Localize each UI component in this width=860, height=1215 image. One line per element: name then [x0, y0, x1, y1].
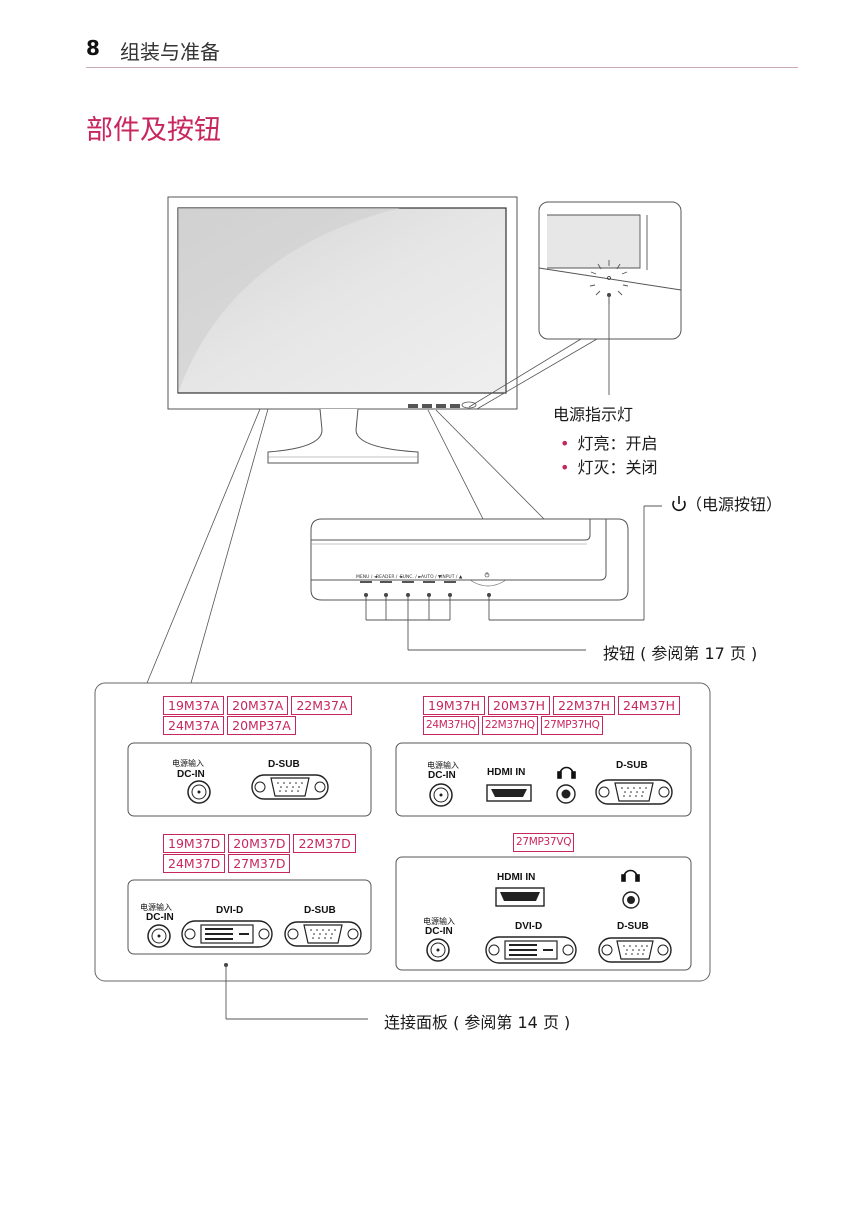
model-row-d1: 19M37D 20M37D 22M37D — [163, 834, 356, 853]
model-tag: 27M37D — [228, 854, 291, 873]
headphone-icon — [557, 766, 576, 779]
headphone-icon — [621, 869, 640, 882]
dvi-label: DVI-D — [515, 921, 542, 932]
dsub-port-icon — [598, 937, 672, 963]
dvi-port-icon — [181, 920, 273, 948]
dc-in-port-icon — [187, 780, 211, 804]
button-label-reader: READER / ◄ — [376, 574, 403, 580]
dc-in-label: DC-IN — [428, 770, 456, 781]
page-number: 8 — [86, 36, 100, 60]
dc-in-port-icon — [426, 938, 450, 962]
led-off-item: •灯灭：关闭 — [560, 458, 658, 477]
connection-panel-label: 连接面板 ( 参阅第 14 页 ) — [384, 1013, 571, 1032]
dsub-label: D-SUB — [617, 921, 649, 932]
power-button-label: （电源按钮） — [686, 495, 783, 514]
model-row-vq: 27MP37VQ — [513, 833, 575, 852]
panel-power-icon — [484, 572, 490, 578]
model-tag: 22M37D — [293, 834, 356, 853]
dvi-label: DVI-D — [216, 905, 243, 916]
model-tag: 20MP37A — [227, 716, 296, 735]
model-tag: 20M37D — [228, 834, 291, 853]
model-tag: 19M37H — [423, 696, 485, 715]
port-panel-d: 电源输入 DC-IN DVI-D D-SUB — [127, 879, 372, 955]
dsub-label: D-SUB — [304, 905, 336, 916]
dsub-port-icon — [251, 774, 329, 800]
hdmi-port-icon — [486, 784, 532, 802]
headphone-port-icon — [556, 784, 576, 804]
button-label-auto: AUTO / ▼ — [421, 574, 442, 580]
monitor-front-illustration — [167, 196, 518, 464]
power-led-label: 电源指示灯 — [553, 405, 634, 424]
port-panel-h: 电源输入 DC-IN HDMI IN D-SUB — [395, 742, 692, 817]
model-tag: 24M37A — [163, 716, 225, 735]
model-tag: 19M37D — [163, 834, 226, 853]
dc-in-label: DC-IN — [425, 926, 453, 937]
led-on-text: 灯亮：开启 — [577, 434, 658, 453]
port-panel-a: 电源输入 DC-IN D-SUB — [127, 742, 372, 817]
dc-in-label-cn: 电源输入 — [423, 916, 455, 926]
model-tag: 27MP37VQ — [513, 833, 575, 852]
button-label-input: INPUT / ▲ — [441, 574, 463, 580]
dsub-port-icon — [595, 779, 673, 805]
model-tag: 24M37HQ — [423, 716, 479, 735]
dc-in-label: DC-IN — [146, 912, 174, 923]
button-panel-detail: MENU / ◄ READER / ◄ FUNC. / ► AUTO / ▼ I… — [310, 505, 662, 651]
model-row-a1: 19M37A 20M37A 22M37A — [163, 696, 353, 715]
model-tag: 19M37A — [163, 696, 225, 715]
model-row-h1: 19M37H 20M37H 22M37H 24M37H — [423, 696, 680, 715]
hdmi-label: HDMI IN — [497, 872, 535, 883]
model-tag: 20M37A — [227, 696, 289, 715]
button-label-menu: MENU / ◄ — [356, 574, 378, 580]
model-tag: 22M37A — [291, 696, 353, 715]
section-title: 组装与准备 — [120, 40, 220, 64]
model-row-a2: 24M37A 20MP37A — [163, 716, 296, 735]
port-panel-vq: HDMI IN 电源输入 DC-IN DVI-D — [395, 856, 692, 971]
model-row-h2: 24M37HQ 22M37HQ 27MP37HQ — [423, 716, 603, 735]
dc-in-port-icon — [429, 783, 453, 807]
dc-in-label-cn: 电源输入 — [172, 758, 204, 768]
model-tag: 24M37D — [163, 854, 226, 873]
model-tag: 22M37HQ — [481, 716, 538, 735]
power-button-icon — [672, 496, 686, 512]
hdmi-port-icon — [495, 887, 545, 907]
header-divider — [86, 67, 798, 68]
button-label-func: FUNC. / ► — [400, 574, 422, 580]
model-tag: 24M37H — [618, 696, 680, 715]
model-tag: 20M37H — [488, 696, 550, 715]
connection-panel-frame — [94, 682, 711, 982]
headphone-port-icon — [622, 891, 640, 909]
hdmi-label: HDMI IN — [487, 767, 525, 778]
dc-in-port-icon — [147, 924, 171, 948]
dsub-label: D-SUB — [268, 759, 300, 770]
model-row-d2: 24M37D 27M37D — [163, 854, 291, 873]
dsub-label: D-SUB — [616, 760, 648, 771]
dsub-port-icon — [284, 921, 362, 947]
dc-in-label: DC-IN — [177, 769, 205, 780]
dc-in-label-cn: 电源输入 — [427, 760, 459, 770]
power-led-detail — [468, 201, 682, 410]
led-off-text: 灯灭：关闭 — [577, 458, 658, 477]
dvi-port-icon — [485, 936, 577, 964]
model-tag: 27MP37HQ — [540, 716, 603, 735]
model-tag: 22M37H — [553, 696, 615, 715]
page-heading: 部件及按钮 — [86, 115, 221, 146]
dc-in-label-cn: 电源输入 — [140, 902, 172, 912]
buttons-label: 按钮 ( 参阅第 17 页 ) — [603, 644, 758, 663]
led-on-item: •灯亮：开启 — [560, 434, 658, 453]
